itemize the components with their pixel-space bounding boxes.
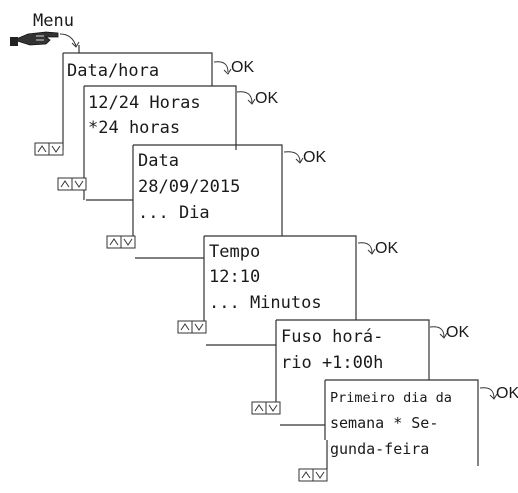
up-triangle-icon xyxy=(37,145,47,153)
curved-arrow-icon xyxy=(479,387,495,399)
up-button[interactable] xyxy=(34,142,50,156)
screen-line: ... Minutos xyxy=(209,293,322,313)
ok-label: OK xyxy=(255,90,278,107)
down-triangle-icon xyxy=(315,471,325,479)
nav-buttons[interactable] xyxy=(177,320,207,334)
up-button[interactable] xyxy=(251,401,267,415)
down-button[interactable] xyxy=(71,177,87,191)
screen-line: Tempo xyxy=(209,242,260,262)
nav-buttons[interactable] xyxy=(57,177,87,191)
nav-buttons[interactable] xyxy=(34,142,64,156)
down-triangle-icon xyxy=(74,180,84,188)
screen-line: 28/09/2015 xyxy=(138,177,240,197)
ok-label: OK xyxy=(446,324,469,341)
down-button[interactable] xyxy=(312,468,328,482)
pointing-hand-icon xyxy=(10,31,59,46)
curved-arrow-icon xyxy=(236,91,253,104)
curved-arrow-icon xyxy=(429,326,445,338)
screen-data-hora: Data/hora OK xyxy=(62,45,254,150)
screen-line: *24 horas xyxy=(88,118,180,138)
screen-line: gunda-feira xyxy=(330,440,429,458)
screen-line: Data/hora xyxy=(67,61,159,81)
screen-line: 12:10 xyxy=(209,267,260,287)
nav-buttons[interactable] xyxy=(298,468,328,482)
screen-line: semana * Se- xyxy=(330,414,438,432)
up-button[interactable] xyxy=(177,320,193,334)
screen-line: 12/24 Horas xyxy=(88,93,201,113)
up-triangle-icon xyxy=(180,323,190,331)
up-triangle-icon xyxy=(60,180,70,188)
nav-buttons[interactable] xyxy=(106,235,136,249)
up-button[interactable] xyxy=(57,177,73,191)
nav-buttons[interactable] xyxy=(251,401,281,415)
screen-data: Data 28/09/2015 ... Dia OK xyxy=(86,144,326,236)
ok-label: OK xyxy=(496,385,518,402)
down-button[interactable] xyxy=(120,235,136,249)
curved-arrow-icon xyxy=(213,61,229,73)
down-button[interactable] xyxy=(265,401,281,415)
curved-arrow-icon xyxy=(283,151,301,163)
screen-line: Data xyxy=(138,151,179,171)
down-triangle-icon xyxy=(51,145,61,153)
ok-label: OK xyxy=(231,59,254,76)
down-button[interactable] xyxy=(48,142,64,156)
screen-line: Primeiro dia da xyxy=(330,390,452,406)
up-button[interactable] xyxy=(298,468,314,482)
screen-tempo: Tempo 12:10 ... Minutos OK xyxy=(135,235,398,328)
menu-label: Menu xyxy=(33,11,74,31)
screen-12-24-horas: 12/24 Horas *24 horas OK xyxy=(83,85,278,200)
curved-arrow-icon xyxy=(357,242,373,254)
down-triangle-icon xyxy=(123,238,133,246)
down-button[interactable] xyxy=(191,320,207,334)
down-triangle-icon xyxy=(268,404,278,412)
down-triangle-icon xyxy=(194,323,204,331)
up-triangle-icon xyxy=(301,471,311,479)
curved-arrow-icon xyxy=(59,33,77,47)
screen-line: ... Dia xyxy=(138,203,210,223)
up-triangle-icon xyxy=(254,404,264,412)
up-button[interactable] xyxy=(106,235,122,249)
ok-label: OK xyxy=(303,149,326,166)
ok-label: OK xyxy=(375,240,398,257)
screen-primeiro-dia-semana: Primeiro dia da semana * Se- gunda-feira… xyxy=(280,379,518,466)
screen-fuso-horario: Fuso horá- rio +1:00h OK xyxy=(206,319,469,408)
up-triangle-icon xyxy=(109,238,119,246)
screen-line: rio +1:00h xyxy=(281,353,383,373)
screen-line: Fuso horá- xyxy=(281,327,383,347)
